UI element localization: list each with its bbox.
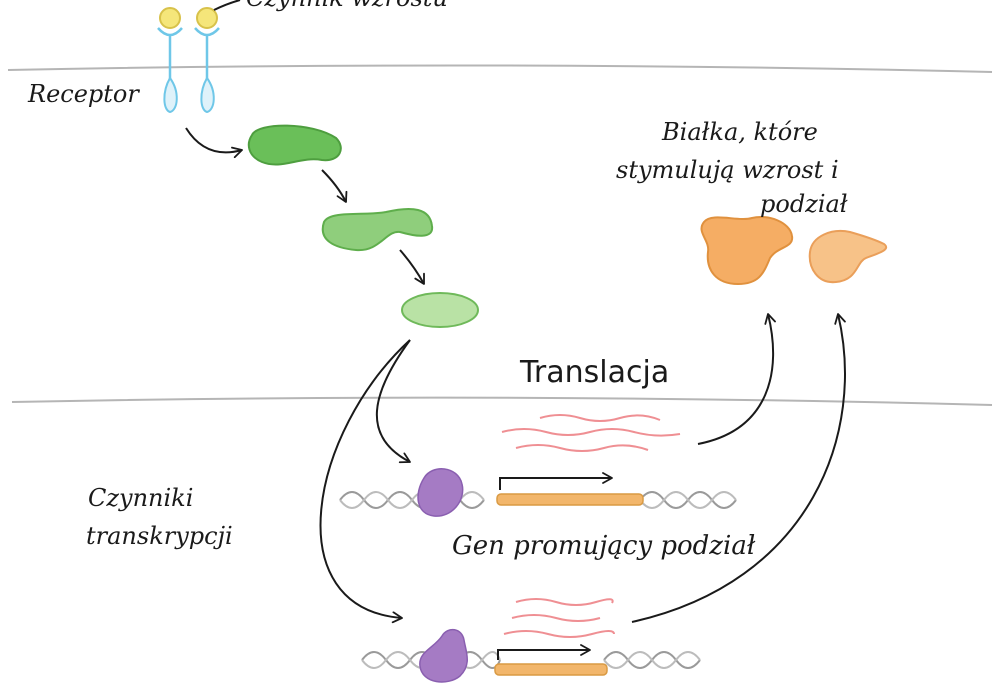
kinase-3 [401, 292, 479, 328]
receptor-right [194, 27, 220, 114]
gene-lower [494, 663, 608, 676]
kinase-2 [321, 208, 434, 252]
cell-membrane [7, 64, 993, 73]
proteins-label-line1: Białka, które [661, 118, 818, 146]
growth-factor-label: Czynnik wzrostu [246, 0, 448, 12]
receptor-label: Receptor [27, 80, 140, 108]
arrow-receptor-to-kinase1 [185, 127, 243, 159]
receptor-left [157, 27, 183, 114]
transcription-factors-label-line2: transkrypcji [86, 522, 233, 550]
mrna-lower [503, 598, 615, 638]
growth-factor-ligand-right [196, 7, 218, 29]
proteins-label-line3: podział [760, 190, 848, 218]
receptor-pair [157, 0, 241, 114]
translation-arrow-1 [697, 313, 776, 445]
kinase-1 [247, 124, 342, 166]
translation-label: Translacja [519, 355, 669, 390]
arrow-kinase2-to-kinase3 [399, 249, 425, 285]
nuclear-membrane [11, 396, 993, 406]
arrow-to-transcription-factor-1 [375, 339, 411, 464]
gene-upper [496, 493, 644, 506]
proteins-label-line2: stymulują wzrost i [616, 156, 839, 184]
growth-factor-pointer [213, 0, 241, 11]
transcription-factor-lower [419, 628, 468, 683]
growth-protein-2 [808, 230, 887, 284]
growth-protein-1 [700, 216, 794, 286]
growth-factor-ligand-left [159, 7, 181, 29]
gene-label: Gen promujący podział [452, 531, 756, 561]
transcription-arrow-upper [499, 472, 613, 490]
arrow-to-transcription-factor-2 [319, 339, 411, 624]
mrna-upper [501, 414, 681, 452]
transcription-arrow-lower [497, 644, 591, 660]
translation-arrow-2 [631, 313, 846, 623]
arrow-kinase1-to-kinase2 [321, 169, 348, 203]
transcription-factors-label-line1: Czynniki [88, 484, 193, 512]
transcription-factor-upper [417, 468, 464, 517]
